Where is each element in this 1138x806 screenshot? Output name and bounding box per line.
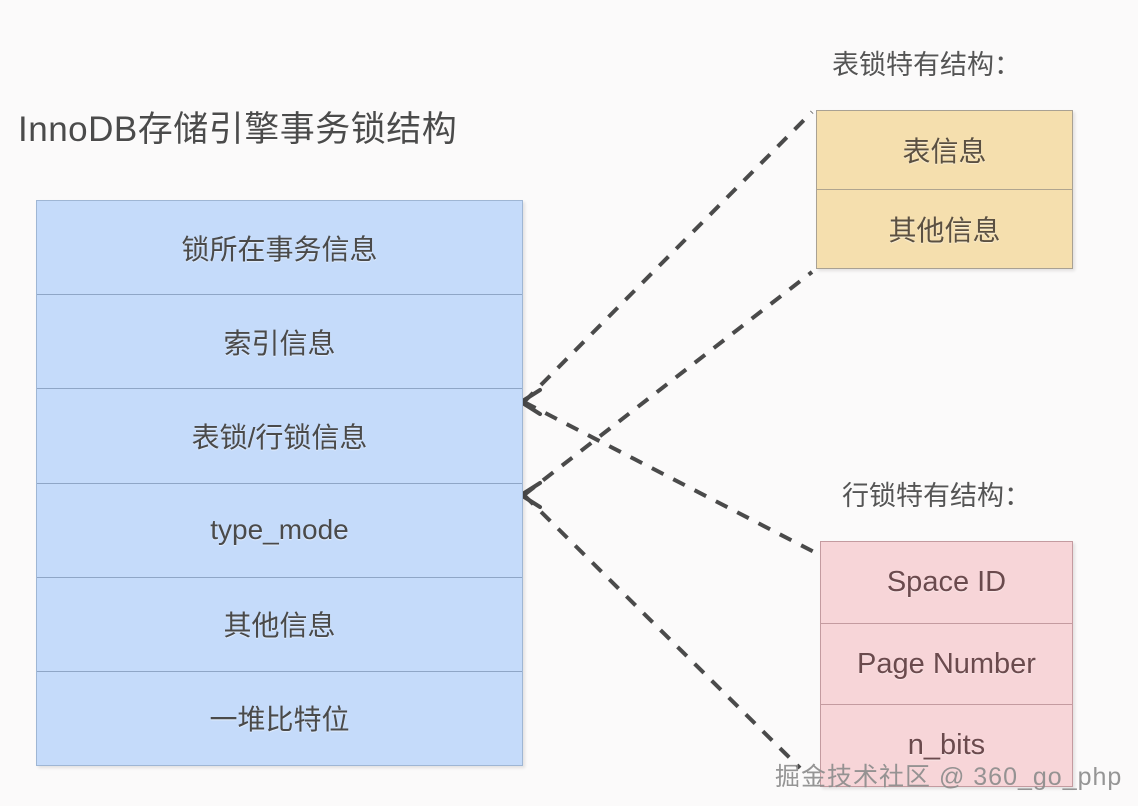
row-lock-row-space-id: Space ID [821, 542, 1072, 624]
connector-tablelock-bottom [522, 270, 814, 497]
row-lock-row-page-number: Page Number [821, 624, 1072, 706]
lock-row-bitmap: 一堆比特位 [209, 704, 350, 736]
table-lock-row-other-info: 其他信息 [888, 215, 1001, 246]
table-lock-caption: 表锁特有结构： [832, 50, 1021, 80]
arrowhead-lower [517, 481, 542, 509]
connector-rowlock-bottom [522, 493, 802, 770]
lock-row-type-mode: type_mode [37, 484, 522, 578]
table-lock-box: 表信息 其他信息 [816, 110, 1073, 269]
row-lock-row-n-bits: n_bits [907, 729, 986, 762]
lock-row-table-or-row-lock-info: 表锁/行锁信息 [37, 389, 522, 484]
row-lock-caption: 行锁特有结构： [842, 481, 1031, 511]
connector-rowlock-top [523, 400, 817, 555]
row-lock-box: Space ID Page Number n_bits [820, 541, 1073, 787]
connector-tablelock-top [522, 110, 814, 404]
lock-row-index-info: 索引信息 [37, 295, 522, 390]
table-lock-row-table-info: 表信息 [817, 111, 1072, 190]
lock-row-transaction-info: 锁所在事务信息 [37, 201, 522, 296]
lock-row-other-info: 其他信息 [37, 578, 522, 672]
arrowhead-upper [517, 388, 542, 416]
lock-structure-box: 锁所在事务信息 索引信息 表锁/行锁信息 type_mode 其他信息 一堆比特… [36, 200, 523, 766]
diagram-title: InnoDB存储引擎事务锁结构 [18, 110, 458, 149]
watermark: 掘金技术社区 @ 360_go_php [775, 763, 1123, 791]
